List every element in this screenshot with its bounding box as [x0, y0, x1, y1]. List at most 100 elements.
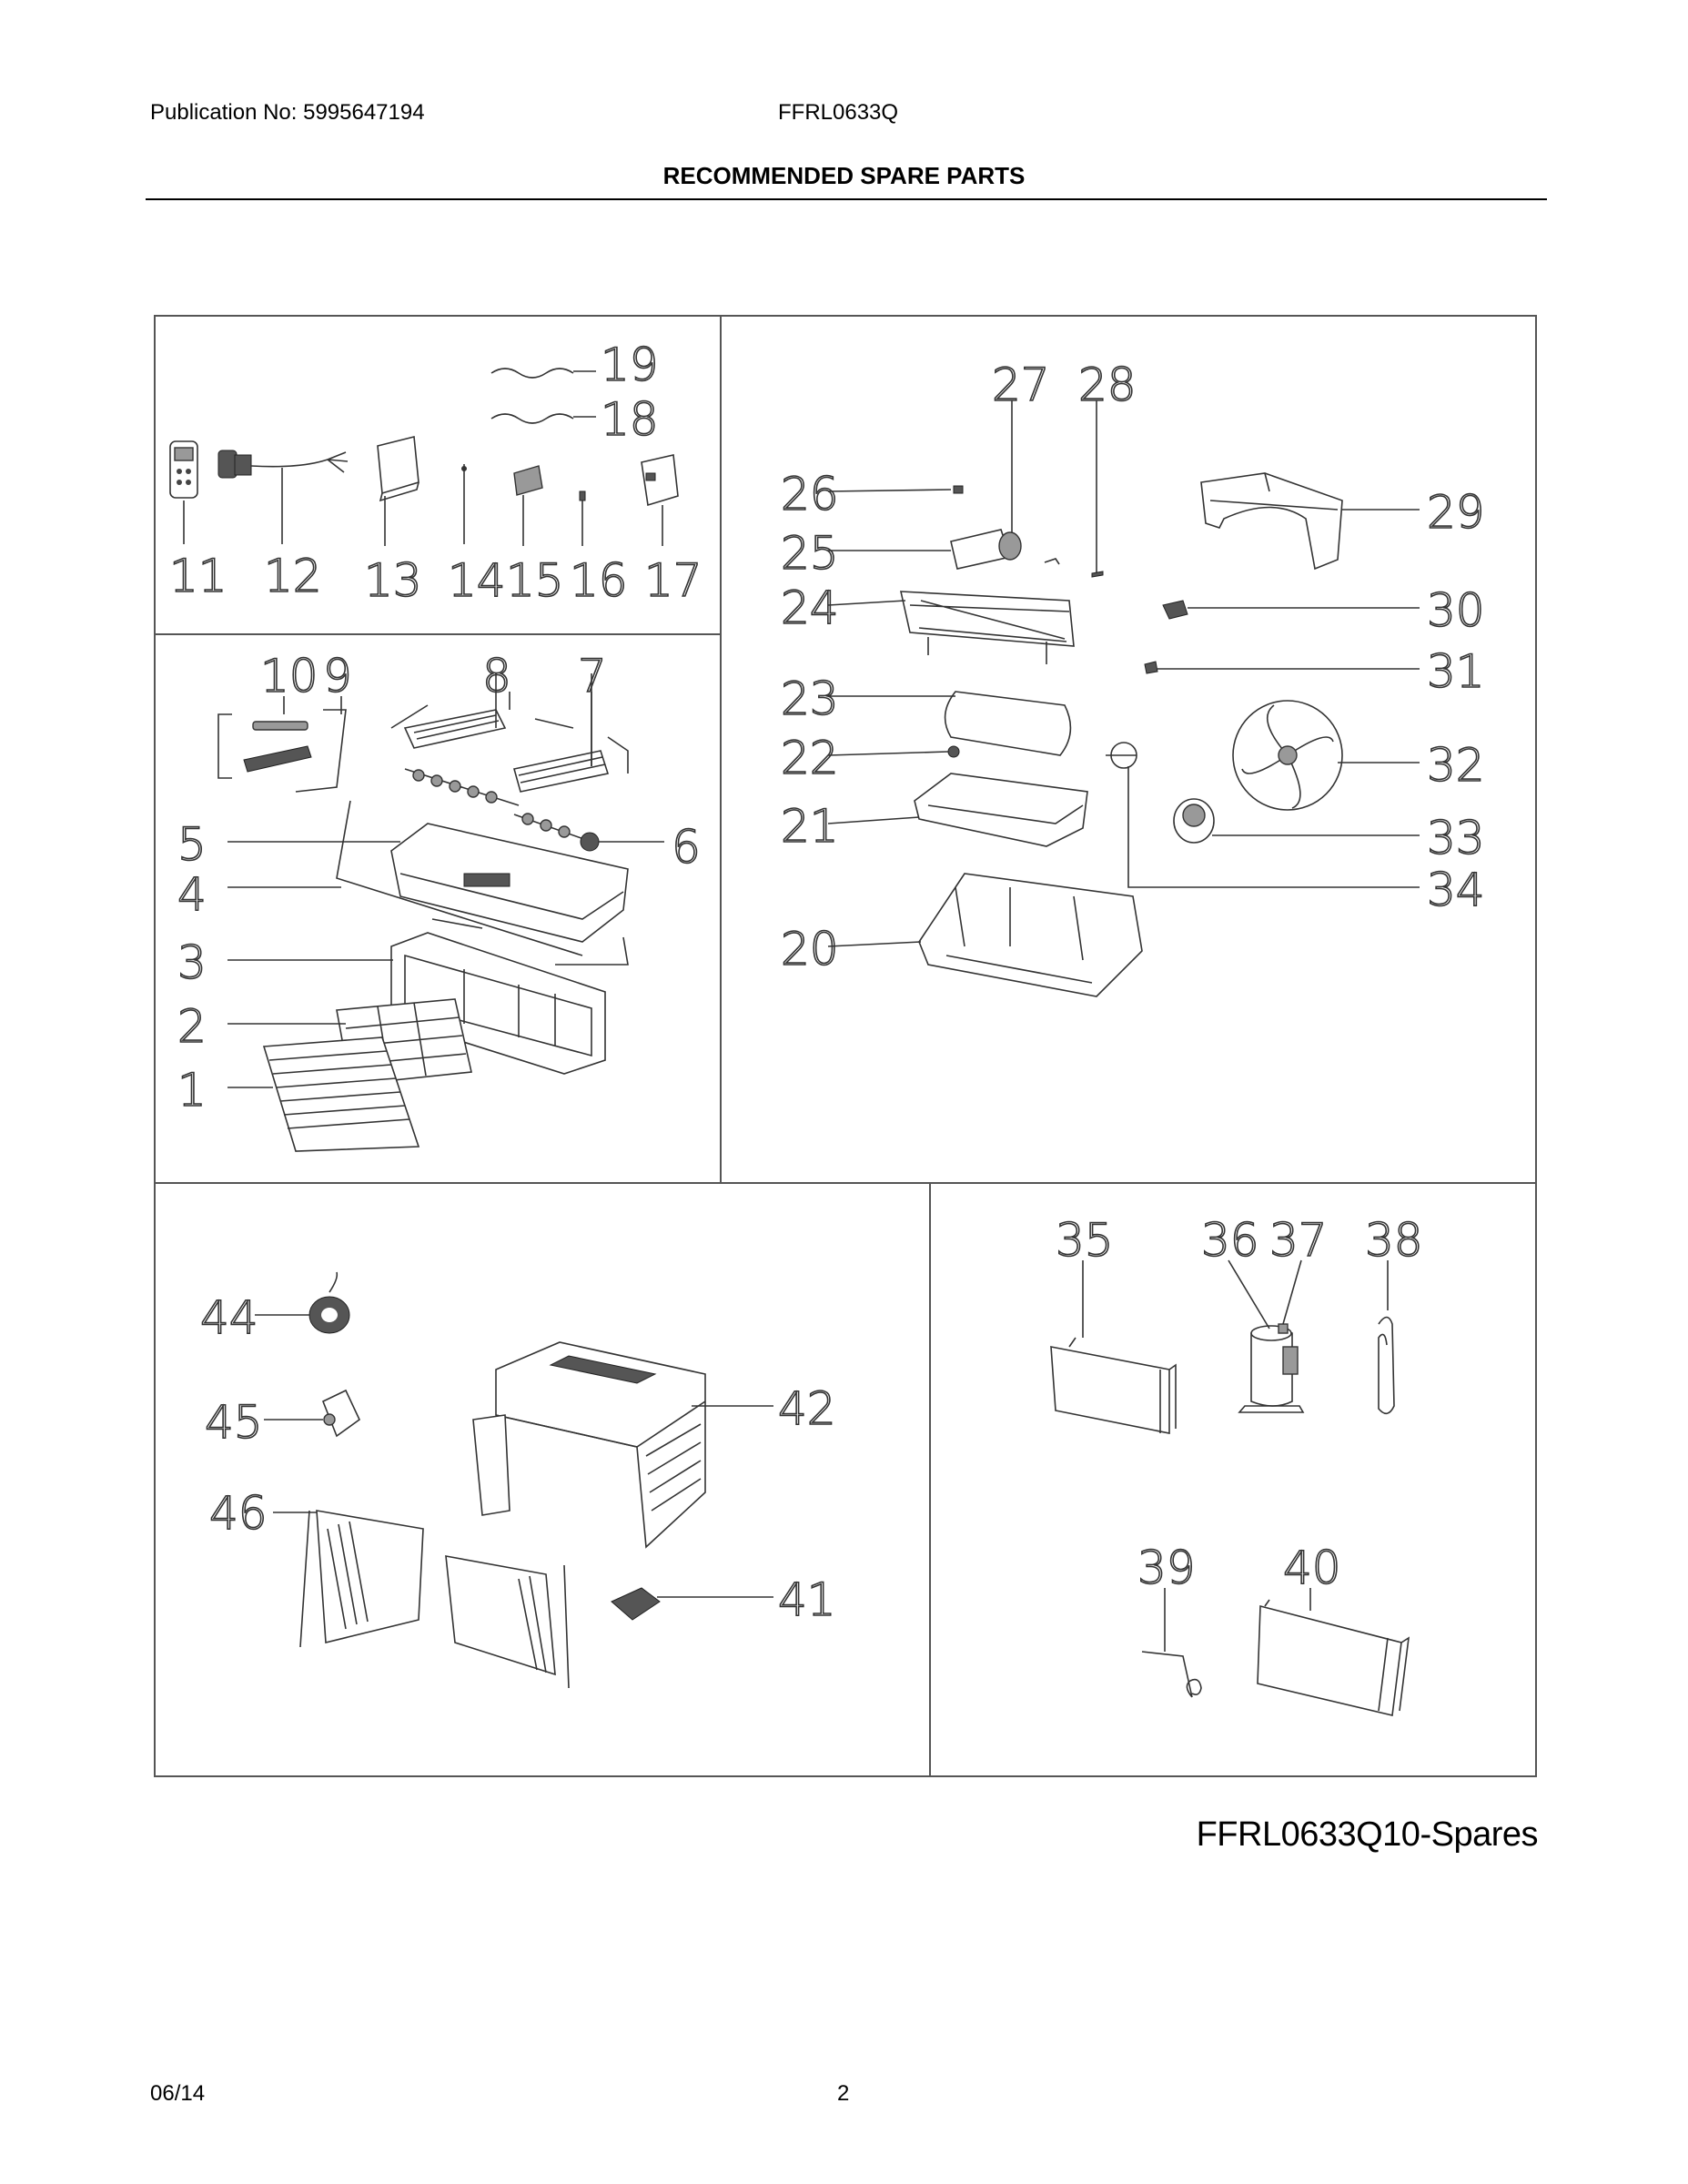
- page-title: RECOMMENDED SPARE PARTS: [662, 162, 1026, 189]
- part-19-wire: [490, 368, 574, 379]
- label-18: 18: [601, 393, 659, 446]
- label-22: 22: [781, 732, 839, 784]
- panel-internal: [899, 400, 1343, 997]
- part-15-board: [513, 465, 543, 496]
- label-29: 29: [1427, 486, 1485, 539]
- title-rule: [146, 198, 1547, 200]
- footer-date: 06/14: [150, 2081, 206, 2106]
- label-41: 41: [778, 1573, 836, 1626]
- label-45: 45: [205, 1396, 263, 1449]
- label-1: 1: [177, 1064, 207, 1117]
- label-23: 23: [781, 672, 839, 725]
- label-35: 35: [1056, 1214, 1114, 1267]
- label-25: 25: [781, 527, 839, 580]
- part-42-cabinet: [472, 1341, 706, 1549]
- part-23-tube: [944, 691, 1072, 756]
- part-35-evaporator: [1050, 1337, 1177, 1434]
- part-44-tape: [308, 1271, 350, 1334]
- panel-frames: [154, 315, 1537, 1777]
- label-24: 24: [781, 581, 839, 634]
- part-9-display: [243, 745, 312, 773]
- part-22-knob: [947, 745, 960, 758]
- part-5-blade-axle: [404, 768, 520, 806]
- label-9: 9: [323, 650, 352, 703]
- part-11-remote: [169, 440, 198, 499]
- label-12: 12: [264, 550, 322, 602]
- part-28-clip: [1091, 571, 1104, 578]
- label-40: 40: [1283, 1542, 1341, 1594]
- part-34-motor: [1106, 742, 1137, 769]
- part-number-labels: 11 12 13 14 15 16 17 18 19 10 9 8 7 5 6 …: [168, 338, 1485, 1627]
- label-3: 3: [177, 936, 207, 989]
- part-8-louver: [390, 692, 510, 749]
- label-27: 27: [992, 359, 1050, 411]
- page-number: 2: [837, 2081, 850, 2106]
- label-32: 32: [1427, 739, 1485, 792]
- label-34: 34: [1427, 864, 1485, 916]
- label-14: 14: [448, 554, 506, 607]
- label-36: 36: [1201, 1214, 1259, 1267]
- label-39: 39: [1137, 1542, 1196, 1594]
- publication-number: Publication No: 5995647194: [150, 100, 425, 125]
- label-21: 21: [781, 800, 839, 853]
- part-37-overload: [1278, 1323, 1289, 1334]
- label-10: 10: [260, 650, 318, 703]
- part-12-power-cord: [217, 450, 349, 479]
- part-4-discharge-housing: [336, 800, 629, 966]
- label-42: 42: [778, 1382, 836, 1435]
- part-17-relay: [641, 454, 679, 507]
- part-33-motor: [1173, 798, 1215, 844]
- label-33: 33: [1427, 812, 1485, 864]
- part-18-wire: [490, 413, 574, 424]
- label-15: 15: [506, 554, 564, 607]
- part-39-capillary: [1141, 1651, 1202, 1698]
- panel-cabinet: [299, 1271, 706, 1689]
- part-6-blade-axle: [513, 813, 600, 852]
- label-11: 11: [169, 550, 227, 602]
- part-30-bearing: [1162, 600, 1188, 620]
- label-4: 4: [177, 868, 207, 921]
- part-41-bracket: [611, 1587, 661, 1621]
- label-38: 38: [1365, 1214, 1423, 1267]
- part-7-louver: [512, 692, 629, 793]
- label-5: 5: [177, 818, 207, 871]
- panel-sealed-system: [1050, 1316, 1410, 1716]
- part-31-clip: [1144, 661, 1158, 674]
- label-16: 16: [570, 554, 628, 607]
- part-13-control-box: [377, 435, 419, 502]
- label-37: 37: [1269, 1214, 1328, 1267]
- label-2: 2: [177, 1000, 207, 1053]
- part-46-side-curtains: [299, 1510, 570, 1689]
- part-1-grille: [262, 1036, 420, 1152]
- leader-lines: [227, 489, 1420, 1652]
- diagram-id: FFRL0633Q10-Spares: [1196, 1815, 1539, 1854]
- label-17: 17: [644, 554, 702, 607]
- label-8: 8: [482, 650, 511, 703]
- part-24-bracket: [899, 591, 1075, 664]
- label-44: 44: [200, 1291, 258, 1344]
- label-30: 30: [1427, 584, 1485, 637]
- label-20: 20: [781, 923, 839, 976]
- label-31: 31: [1427, 645, 1485, 698]
- part-36-compressor: [1238, 1325, 1305, 1413]
- part-20-base-pan: [918, 873, 1143, 997]
- part-32-fan: [1232, 700, 1343, 811]
- part-29-bulkhead: [1200, 472, 1343, 571]
- part-10-motor-bar: [252, 721, 308, 731]
- part-16-clip: [579, 490, 586, 501]
- label-46: 46: [209, 1487, 268, 1540]
- panel-controls: [169, 368, 679, 546]
- model-number: FFRL0633Q: [778, 100, 899, 125]
- label-26: 26: [781, 468, 839, 521]
- part-38-tube: [1378, 1316, 1395, 1415]
- part-45-screws: [321, 1389, 361, 1438]
- part-26-clip: [953, 485, 964, 494]
- part-27-ring: [998, 531, 1022, 561]
- label-13: 13: [364, 554, 422, 607]
- panel-front: [217, 692, 629, 1152]
- part-40-condenser: [1257, 1599, 1410, 1716]
- label-28: 28: [1078, 359, 1137, 411]
- label-19: 19: [601, 339, 659, 391]
- part-21-drain-pan: [914, 773, 1088, 847]
